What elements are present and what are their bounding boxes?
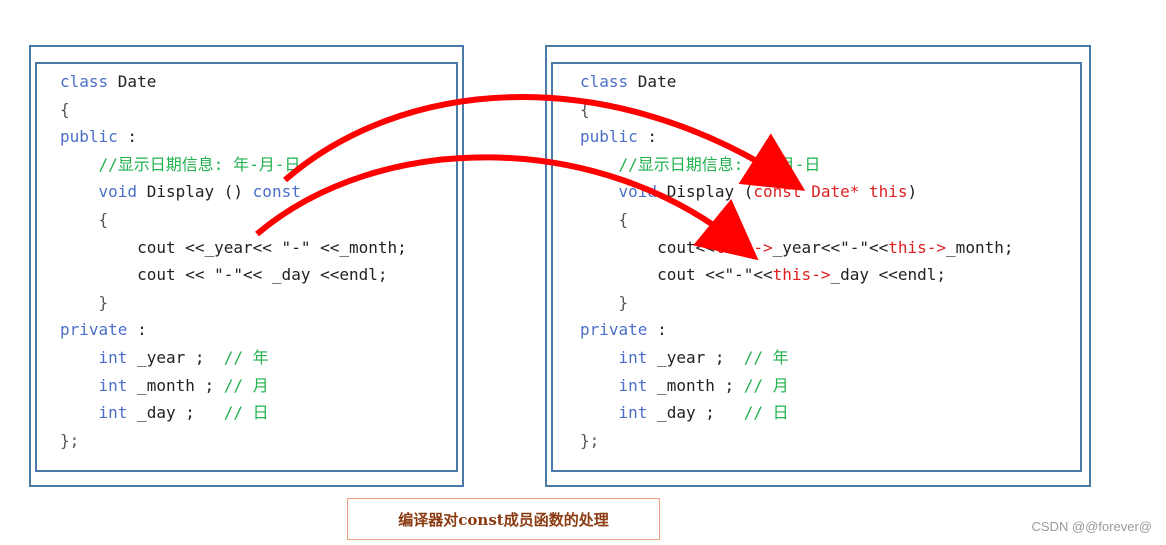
code-token: int bbox=[60, 347, 138, 367]
code-line: //显示日期信息: 年-月-日 bbox=[580, 151, 1013, 179]
code-token: Date bbox=[117, 72, 157, 91]
code-line: } bbox=[60, 289, 407, 317]
right-panel-inner bbox=[551, 62, 1082, 472]
code-token: // 日 bbox=[223, 403, 269, 423]
code-line: class Date bbox=[60, 68, 407, 96]
code-token: // 年 bbox=[223, 347, 269, 367]
code-line: int _month ; // 月 bbox=[580, 372, 1013, 400]
code-token: _day ; bbox=[657, 403, 744, 423]
code-line: int _month ; // 月 bbox=[60, 372, 407, 400]
code-line: { bbox=[580, 96, 1013, 124]
code-token: int bbox=[60, 375, 138, 395]
code-token: //显示日期信息: 年-月-日 bbox=[580, 154, 821, 174]
code-token: cout<< bbox=[580, 237, 715, 257]
code-line: int _day ; // 日 bbox=[580, 399, 1013, 427]
code-token: ) bbox=[907, 182, 918, 202]
code-token: // 月 bbox=[223, 375, 269, 395]
right-code-block: class Date { public : //显示日期信息: 年-月-日 void… bbox=[580, 68, 1013, 454]
code-token: }; bbox=[60, 430, 80, 450]
code-line: public : bbox=[580, 123, 1013, 151]
code-token: _year ; bbox=[137, 347, 224, 367]
code-token: cout <<"-"<< bbox=[580, 265, 773, 285]
code-token: Display ( bbox=[666, 182, 754, 202]
code-token: private bbox=[580, 320, 648, 340]
code-token: Date bbox=[637, 72, 677, 91]
code-line: void Display (const Date* this) bbox=[580, 178, 1013, 206]
code-token: public bbox=[60, 127, 118, 147]
code-line: { bbox=[60, 96, 407, 124]
code-token: this-> bbox=[772, 265, 831, 285]
code-line: public : bbox=[60, 123, 407, 151]
code-token: _month ; bbox=[657, 375, 744, 395]
code-line: } bbox=[580, 289, 1013, 317]
code-token: cout <<_year<< "-" <<_month; bbox=[60, 237, 407, 257]
code-line: class Date bbox=[580, 68, 1013, 96]
code-token: int bbox=[580, 403, 658, 423]
code-token: _day <<endl; bbox=[830, 265, 947, 285]
code-token: this-> bbox=[888, 237, 947, 257]
caption-box: 编译器对const成员函数的处理 bbox=[347, 498, 660, 540]
left-panel-frame bbox=[29, 45, 464, 487]
code-token: const Date* this bbox=[753, 182, 908, 202]
code-line: { bbox=[60, 206, 407, 234]
code-token: _month ; bbox=[137, 375, 224, 395]
code-line: }; bbox=[580, 427, 1013, 455]
code-token: class bbox=[580, 72, 638, 91]
code-line: }; bbox=[60, 427, 407, 455]
code-line: void Display () const bbox=[60, 178, 407, 206]
code-token: { bbox=[580, 99, 590, 119]
code-line: private : bbox=[60, 316, 407, 344]
code-line: //显示日期信息: 年-月-日 bbox=[60, 151, 407, 179]
code-line: cout <<"-"<<this->_day <<endl; bbox=[580, 261, 1013, 289]
code-line: { bbox=[580, 206, 1013, 234]
code-token: : bbox=[127, 320, 147, 340]
code-token: } bbox=[60, 292, 109, 312]
code-line: cout << "-"<< _day <<endl; bbox=[60, 261, 407, 289]
right-panel-frame bbox=[545, 45, 1091, 487]
code-token: // 日 bbox=[743, 403, 789, 423]
code-token: { bbox=[60, 209, 109, 229]
code-token: : bbox=[117, 127, 138, 147]
left-panel-inner bbox=[35, 62, 458, 472]
code-token: void bbox=[580, 182, 667, 202]
code-token: void bbox=[60, 182, 147, 202]
code-token: cout << "-"<< _day <<endl; bbox=[60, 265, 388, 285]
code-line: cout<<this->_year<<"-"<<this->_month; bbox=[580, 234, 1013, 262]
code-token: { bbox=[60, 99, 70, 119]
code-token: : bbox=[637, 127, 658, 147]
code-token: this-> bbox=[714, 237, 773, 257]
code-token: }; bbox=[580, 430, 600, 450]
code-token: { bbox=[580, 209, 629, 229]
left-code-block: class Date { public : //显示日期信息: 年-月-日 void… bbox=[60, 68, 407, 454]
code-token: _month; bbox=[946, 237, 1014, 257]
code-token: //显示日期信息: 年-月-日 bbox=[60, 154, 301, 174]
code-token: Display () bbox=[146, 182, 253, 202]
code-line: private : bbox=[580, 316, 1013, 344]
code-token: int bbox=[60, 403, 138, 423]
watermark: CSDN @@forever@ bbox=[1031, 519, 1153, 534]
code-token: class bbox=[60, 72, 118, 91]
code-token: // 年 bbox=[743, 347, 789, 367]
code-token: } bbox=[580, 292, 629, 312]
code-token: _day ; bbox=[137, 403, 224, 423]
code-token: public bbox=[580, 127, 638, 147]
code-token: int bbox=[580, 347, 658, 367]
code-token: : bbox=[647, 320, 667, 340]
code-token: int bbox=[580, 375, 658, 395]
code-line: cout <<_year<< "-" <<_month; bbox=[60, 234, 407, 262]
code-line: int _year ; // 年 bbox=[580, 344, 1013, 372]
code-token: // 月 bbox=[743, 375, 789, 395]
code-token: private bbox=[60, 320, 128, 340]
code-token: _year ; bbox=[657, 347, 744, 367]
code-token: const bbox=[252, 182, 301, 202]
code-line: int _year ; // 年 bbox=[60, 344, 407, 372]
code-token: _year<<"-"<< bbox=[772, 237, 889, 257]
code-line: int _day ; // 日 bbox=[60, 399, 407, 427]
